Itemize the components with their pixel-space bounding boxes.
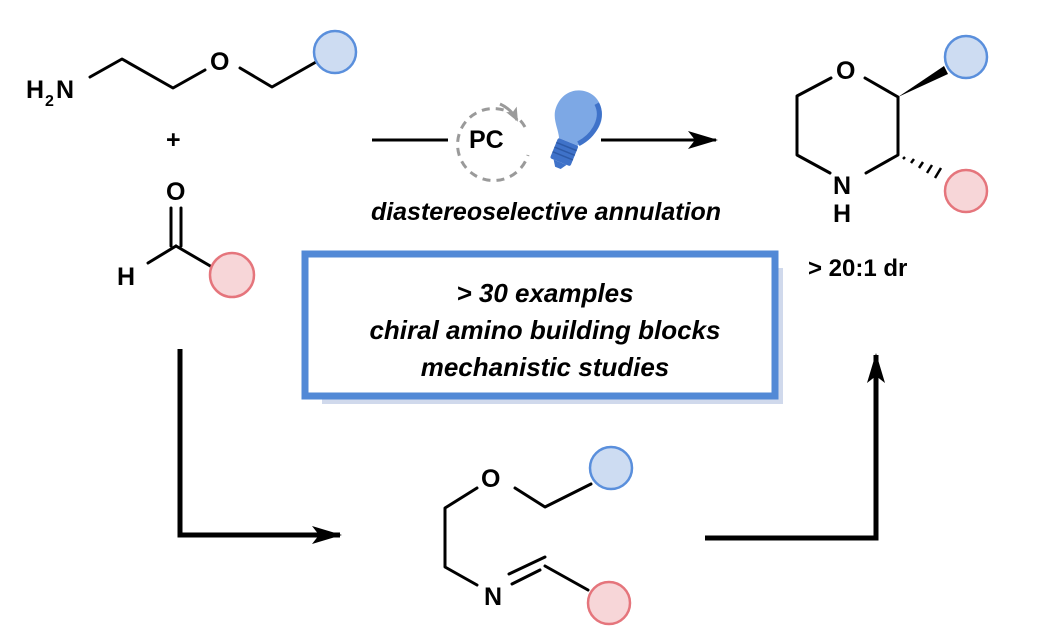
arrow-to-product	[705, 353, 885, 541]
bond-ch	[146, 244, 178, 265]
imine-intermediate: O N	[443, 445, 634, 626]
blue-substituent-circle	[312, 29, 358, 75]
summary-box: > 30 examples chiral amino building bloc…	[301, 250, 783, 404]
summary-line: chiral amino building blocks	[369, 315, 720, 345]
bond-chain	[88, 57, 207, 90]
imine-oxygen-label: O	[481, 465, 500, 493]
imine-chain-bond	[443, 486, 479, 587]
pc-cycle-dashed-circle	[456, 107, 530, 182]
pc-cycle-arrowhead	[499, 102, 519, 122]
imine-nitrogen-label: N	[484, 583, 502, 611]
ring-nh-hydrogen-label: H	[833, 200, 851, 228]
wedge-bond	[898, 66, 948, 97]
ring-nitrogen-label: N	[833, 172, 851, 200]
ring-bond	[795, 76, 833, 175]
blue-substituent-circle	[943, 34, 989, 80]
reaction-caption: diastereoselective annulation	[371, 198, 721, 226]
bond-cr	[174, 244, 214, 269]
diastereomeric-ratio: > 20:1 dr	[808, 255, 907, 282]
summary-line: mechanistic studies	[421, 352, 670, 382]
ring-bond	[863, 76, 900, 175]
red-substituent-circle	[943, 168, 989, 214]
blue-substituent-circle	[588, 445, 634, 491]
aldehyde-reactant: O H	[117, 178, 256, 299]
ring-oxygen-label: O	[836, 57, 855, 85]
imine-double-bond-upper	[507, 555, 547, 576]
bond-chain	[238, 60, 318, 89]
hash-bond	[902, 156, 943, 179]
plus-sign: +	[166, 126, 181, 154]
aldehyde-h-label: H	[117, 263, 135, 291]
pc-label: PC	[469, 126, 504, 154]
red-substituent-circle	[208, 251, 256, 299]
amine-subscript: 2	[45, 93, 54, 110]
red-substituent-circle	[586, 580, 632, 626]
lightbulb-icon	[550, 90, 602, 169]
amine-n-label: N	[56, 76, 74, 104]
carbonyl-oxygen-label: O	[166, 178, 185, 206]
ether-oxygen-label: O	[210, 48, 229, 76]
arrow-to-imine	[177, 349, 342, 544]
morpholine-product: O N H	[795, 34, 989, 228]
amine-h-label: H	[26, 76, 44, 104]
imine-chain-bond	[513, 482, 593, 509]
summary-box-frame	[301, 250, 779, 400]
amino-ether-reactant: H 2 N O	[26, 29, 358, 110]
summary-line: > 30 examples	[456, 278, 633, 308]
photocatalysis-arrow: PC	[372, 90, 718, 182]
imine-bond-cr	[543, 564, 590, 592]
imine-double-bond-lower	[510, 568, 542, 586]
